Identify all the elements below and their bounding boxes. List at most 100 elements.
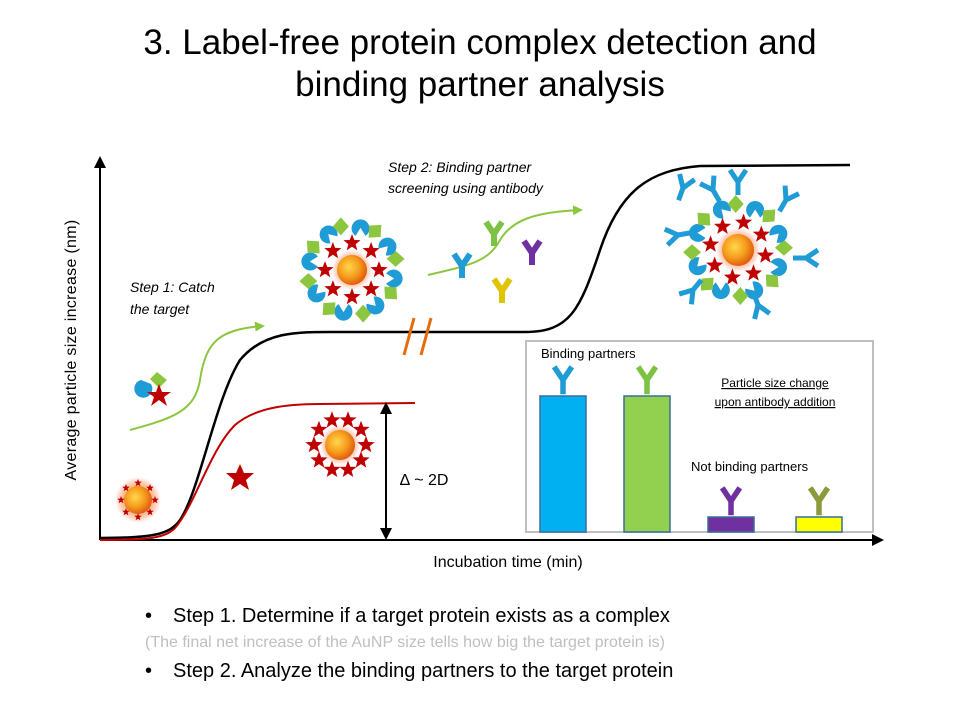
partner-protein-icon — [334, 304, 353, 321]
target-star-icon — [343, 234, 361, 251]
inset-bar — [795, 516, 843, 533]
partner-protein-icon — [700, 277, 714, 291]
target-star-icon — [146, 508, 154, 516]
step2-arrow — [427, 205, 583, 276]
bullet-list: Step 1. Determine if a target protein ex… — [145, 604, 945, 683]
partner-protein-icon — [322, 302, 336, 316]
target-star-icon — [706, 256, 724, 273]
partner-protein-icon — [386, 269, 403, 288]
partner-protein-icon — [762, 209, 776, 223]
decorations — [117, 168, 820, 521]
partner-protein-icon — [386, 250, 405, 267]
target-star-icon — [714, 217, 732, 234]
green-antibody-icon — [483, 220, 505, 246]
red-curve — [99, 402, 416, 541]
antibody-icon — [551, 365, 575, 395]
partner-protein-icon — [745, 281, 764, 300]
target-star-icon — [122, 484, 130, 492]
target-star-icon — [310, 451, 328, 468]
antibody-icon — [698, 175, 722, 203]
partner-protein-icon — [770, 258, 788, 277]
target-star-icon — [352, 420, 370, 437]
antibody-icon — [777, 185, 801, 213]
target-star-icon — [151, 496, 159, 504]
partner-protein-icon — [319, 225, 338, 244]
target-star-icon — [324, 280, 342, 297]
nanoparticle-target-icon — [320, 425, 360, 465]
bullet-step1: Step 1. Determine if a target protein ex… — [145, 604, 945, 628]
step2-label-line-2: screening using antibody — [388, 180, 544, 196]
target-star-icon — [702, 235, 720, 252]
bullet-step2: Step 2. Analyze the binding partners to … — [145, 659, 945, 683]
partner-protein-icon — [774, 239, 793, 256]
antibody-icon — [663, 226, 692, 247]
title-line-1: 3. Label-free protein complex detection … — [143, 23, 817, 62]
partner-protein-icon — [368, 224, 382, 238]
target-star-icon — [352, 451, 370, 468]
target-star-icon — [723, 268, 741, 285]
partner-protein-icon — [688, 223, 706, 242]
target-star-icon — [117, 496, 125, 504]
partner-protein-icon — [727, 195, 744, 214]
inset-bar — [539, 395, 587, 533]
axis-break-mark-1 — [402, 317, 416, 356]
free-target-star-icon — [226, 464, 254, 490]
target-star-icon — [323, 411, 341, 428]
delta-label: ∆ ~ 2D — [400, 472, 448, 489]
partner-protein-icon — [384, 286, 398, 300]
binding-partners-label: Binding partners — [541, 346, 636, 361]
partner-protein-icon — [765, 274, 779, 288]
yellow-antibody-icon — [491, 277, 513, 303]
partner-protein-icon — [769, 224, 788, 243]
partner-protein-icon — [712, 200, 731, 219]
target-star-icon — [752, 225, 770, 242]
nanoparticle-complex-icon — [332, 250, 372, 290]
antibody-icon — [678, 278, 704, 305]
target-star-icon — [343, 288, 361, 305]
target-star-icon — [134, 479, 142, 487]
antibody-icon — [751, 291, 772, 320]
target-star-icon — [146, 484, 154, 492]
antibody-icon — [793, 247, 820, 269]
target-star-icon — [357, 436, 375, 453]
step1-label-line-2: the target — [130, 301, 190, 317]
partner-protein-icon — [351, 219, 370, 236]
target-star-icon — [134, 513, 142, 521]
target-star-icon — [339, 411, 357, 428]
target-star-icon — [735, 213, 753, 230]
target-star-icon — [339, 460, 357, 477]
antibody-icon — [727, 168, 749, 195]
target-star-icon — [310, 420, 328, 437]
partner-protein-icon — [746, 201, 765, 218]
partner-protein-icon — [688, 257, 707, 276]
antibody-icon — [719, 486, 743, 516]
antibody-icon — [807, 486, 831, 516]
purple-antibody-icon — [521, 239, 543, 265]
target-star-icon — [362, 280, 380, 297]
not-binding-partners-label: Not binding partners — [691, 459, 809, 474]
partner-protein-icon — [307, 284, 326, 303]
partner-protein-icon — [366, 296, 385, 315]
partner-protein-icon — [697, 212, 711, 226]
target-star-icon — [362, 241, 380, 259]
axis-break-mark-2 — [419, 317, 433, 356]
target-star-icon — [316, 261, 334, 278]
antibody-icon — [635, 365, 659, 395]
y-axis-label: Average particle size increase (nm) — [63, 220, 80, 481]
partner-protein-icon — [355, 304, 372, 323]
nanoparticle-antibody-icon — [716, 228, 760, 272]
step2-label-line-1: Step 2: Binding partner — [388, 159, 533, 175]
partner-protein-icon — [711, 282, 730, 299]
inset-bar — [623, 395, 671, 533]
partner-protein-icon — [299, 273, 318, 290]
antibody-icon — [676, 173, 697, 202]
target-star-icon — [323, 460, 341, 477]
bullet-note: (The final net increase of the AuNP size… — [145, 634, 665, 651]
partner-protein-icon — [683, 244, 702, 261]
size-change-label-line-2: upon antibody addition — [715, 395, 836, 409]
target-star-icon — [305, 436, 323, 453]
target-star-icon — [744, 264, 762, 281]
partner-protein-icon — [301, 252, 318, 271]
binding-partner-inset: Binding partners Particle size change up… — [525, 340, 874, 533]
